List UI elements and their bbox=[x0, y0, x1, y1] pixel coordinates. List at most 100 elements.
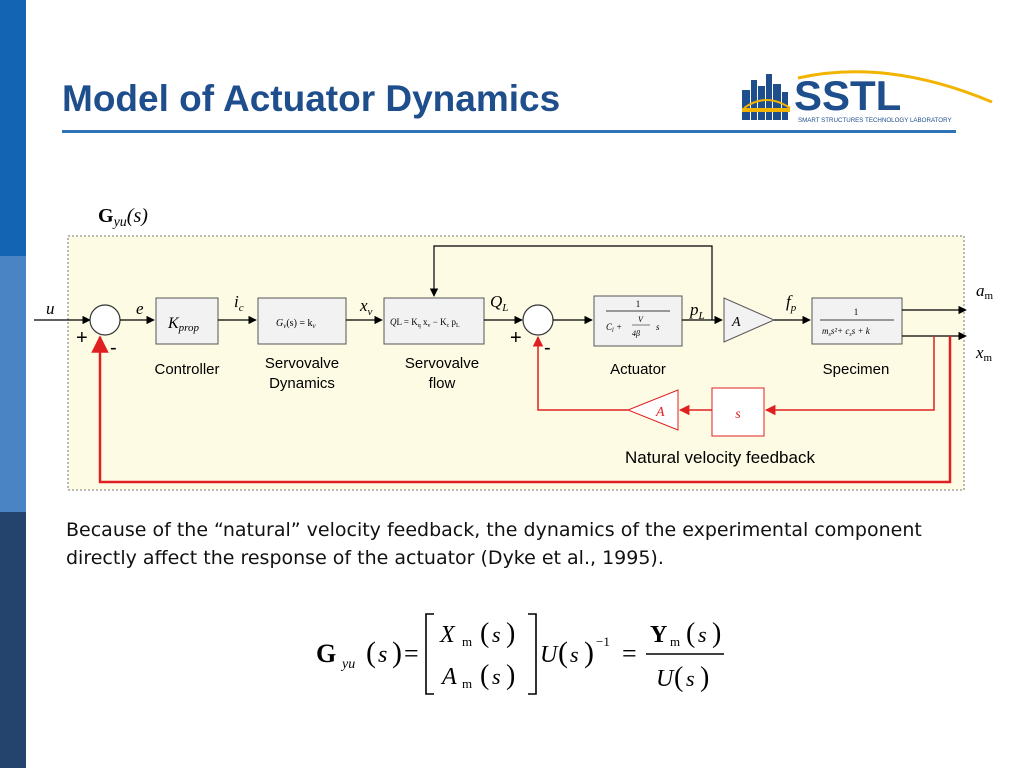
eq-bottom-var: A bbox=[440, 664, 457, 690]
sidebar-stripe bbox=[0, 0, 26, 768]
sidebar-stripe-bottom bbox=[0, 512, 26, 768]
servovalve-dynamics-block bbox=[257, 297, 347, 345]
eq-top-paren-open: ( bbox=[480, 618, 489, 649]
gyu-label-sub: yu bbox=[112, 215, 127, 230]
eq-Y-paren-open: ( bbox=[686, 618, 695, 649]
summing-junction-1 bbox=[89, 304, 121, 336]
actuator-s: s bbox=[656, 322, 660, 332]
feedback-s-block bbox=[711, 387, 765, 437]
sstl-logo: SSTL SMART STRUCTURES TECHNOLOGY LABORAT… bbox=[742, 70, 993, 124]
eq-lhs-G: G bbox=[316, 639, 336, 668]
wire-outer-feedback bbox=[91, 335, 952, 484]
eq-equals-2: = bbox=[622, 639, 637, 668]
logo-subtitle: SMART STRUCTURES TECHNOLOGY LABORATORY bbox=[798, 117, 952, 124]
sign-plus-2: + bbox=[510, 327, 522, 349]
logo-swoosh bbox=[797, 70, 993, 104]
sidebar-stripe-top bbox=[0, 0, 26, 256]
gain-A-label: A bbox=[731, 315, 741, 330]
signal-am: am bbox=[976, 281, 994, 302]
eq-bottom-s: s bbox=[492, 664, 501, 689]
label-natural-velocity-feedback: Natural velocity feedback bbox=[625, 448, 815, 467]
sign-plus-1: + bbox=[76, 327, 88, 349]
eq-top-m: m bbox=[462, 634, 472, 649]
label-servovalve-flow-line1: Servovalve bbox=[405, 355, 479, 372]
sign-minus-1: - bbox=[110, 337, 117, 359]
signal-QL: QL bbox=[490, 292, 508, 314]
eq-top-var: X bbox=[439, 622, 456, 648]
gyu-label: Gyu(s) bbox=[98, 205, 148, 230]
actuator-den-left: Cl + bbox=[606, 322, 622, 334]
title-underline bbox=[62, 130, 956, 133]
eq-lhs-paren-open: ( bbox=[366, 636, 376, 669]
gyu-region bbox=[67, 235, 965, 491]
wire-velocity-feedback-in bbox=[764, 336, 935, 416]
eq-bracket-left bbox=[425, 613, 434, 695]
eq-U-s: s bbox=[570, 642, 579, 667]
eq-top-s: s bbox=[492, 622, 501, 647]
eq-U: U bbox=[540, 642, 559, 668]
specimen-block bbox=[811, 297, 903, 345]
eq-Y: Y bbox=[650, 622, 667, 648]
eq-bottom-paren-close: ) bbox=[506, 660, 515, 691]
summing-junction-2 bbox=[522, 304, 554, 336]
eq-denom-U: U bbox=[656, 666, 675, 692]
specimen-den: mss²+ css + k bbox=[822, 326, 871, 338]
signal-u: u bbox=[46, 299, 55, 318]
gyu-label-main: G bbox=[98, 205, 114, 227]
slide-title: Model of Actuator Dynamics bbox=[62, 78, 561, 119]
eq-lhs-sub: yu bbox=[340, 657, 355, 672]
eq-Y-paren-close: ) bbox=[712, 618, 721, 649]
eq-exponent: −1 bbox=[596, 634, 610, 649]
signal-fp: fp bbox=[786, 292, 797, 314]
signal-xm: xm bbox=[975, 343, 993, 364]
wire-pL-feedback bbox=[429, 245, 713, 320]
eq-denom-paren-open: ( bbox=[674, 662, 683, 693]
logo-text: SSTL bbox=[794, 72, 901, 119]
actuator-den-frac-num: V bbox=[638, 315, 644, 324]
servovalve-flow-block bbox=[383, 297, 485, 345]
actuator-num: 1 bbox=[636, 299, 641, 309]
actuator-block bbox=[593, 295, 683, 347]
feedback-A-block bbox=[626, 389, 679, 431]
eq-lhs-s: s bbox=[378, 642, 387, 668]
eq-denom-s: s bbox=[686, 666, 695, 691]
controller-block bbox=[155, 297, 219, 345]
eq-denom-paren-close: ) bbox=[700, 662, 709, 693]
eq-U-paren-close: ) bbox=[584, 636, 594, 669]
explanation-paragraph: Because of the “natural” velocity feedba… bbox=[66, 519, 922, 569]
signal-e: e bbox=[136, 299, 144, 318]
eq-top-paren-close: ) bbox=[506, 618, 515, 649]
eq-bottom-paren-open: ( bbox=[480, 660, 489, 691]
gyu-label-arg: (s) bbox=[127, 205, 148, 227]
block-diagram: Gyu(s) u + - e Kprop Controller ic Gv(s)… bbox=[34, 205, 994, 491]
label-specimen: Specimen bbox=[823, 361, 890, 378]
gain-A-block bbox=[723, 297, 776, 343]
label-servovalve-dynamics-line2: Dynamics bbox=[269, 375, 335, 392]
signal-ic: ic bbox=[234, 292, 244, 314]
feedback-s-label: s bbox=[735, 407, 741, 422]
label-servovalve-flow-line2: flow bbox=[429, 375, 456, 392]
sign-minus-2: - bbox=[544, 337, 551, 359]
actuator-den-frac-den: 4β bbox=[632, 329, 640, 338]
transfer-function-equation: G yu ( s ) = X m ( s ) A m ( s ) U ( s )… bbox=[316, 613, 724, 695]
eq-bottom-m: m bbox=[462, 676, 472, 691]
servovalve-dynamics-formula: Gv(s) = kv bbox=[276, 318, 317, 330]
eq-Y-m: m bbox=[670, 634, 680, 649]
eq-bracket-right bbox=[528, 613, 537, 695]
eq-U-paren-open: ( bbox=[558, 636, 568, 669]
label-servovalve-dynamics-line1: Servovalve bbox=[265, 355, 339, 372]
label-controller: Controller bbox=[154, 361, 219, 378]
controller-gain: Kprop bbox=[167, 315, 200, 334]
servovalve-flow-formula: QL = Kq xv − Kc pL bbox=[390, 317, 460, 329]
eq-Y-s: s bbox=[698, 622, 707, 647]
wire-velocity-feedback-out bbox=[532, 335, 628, 411]
signal-pL: pL bbox=[689, 300, 705, 322]
feedback-A-label: A bbox=[655, 405, 665, 420]
sidebar-stripe-middle bbox=[0, 256, 26, 512]
signal-xv: xv bbox=[359, 296, 373, 318]
eq-equals-1: = bbox=[404, 639, 419, 668]
skyline-icon bbox=[742, 74, 791, 120]
eq-lhs-paren-close: ) bbox=[392, 636, 402, 669]
label-actuator: Actuator bbox=[610, 361, 666, 378]
specimen-num: 1 bbox=[854, 307, 859, 317]
